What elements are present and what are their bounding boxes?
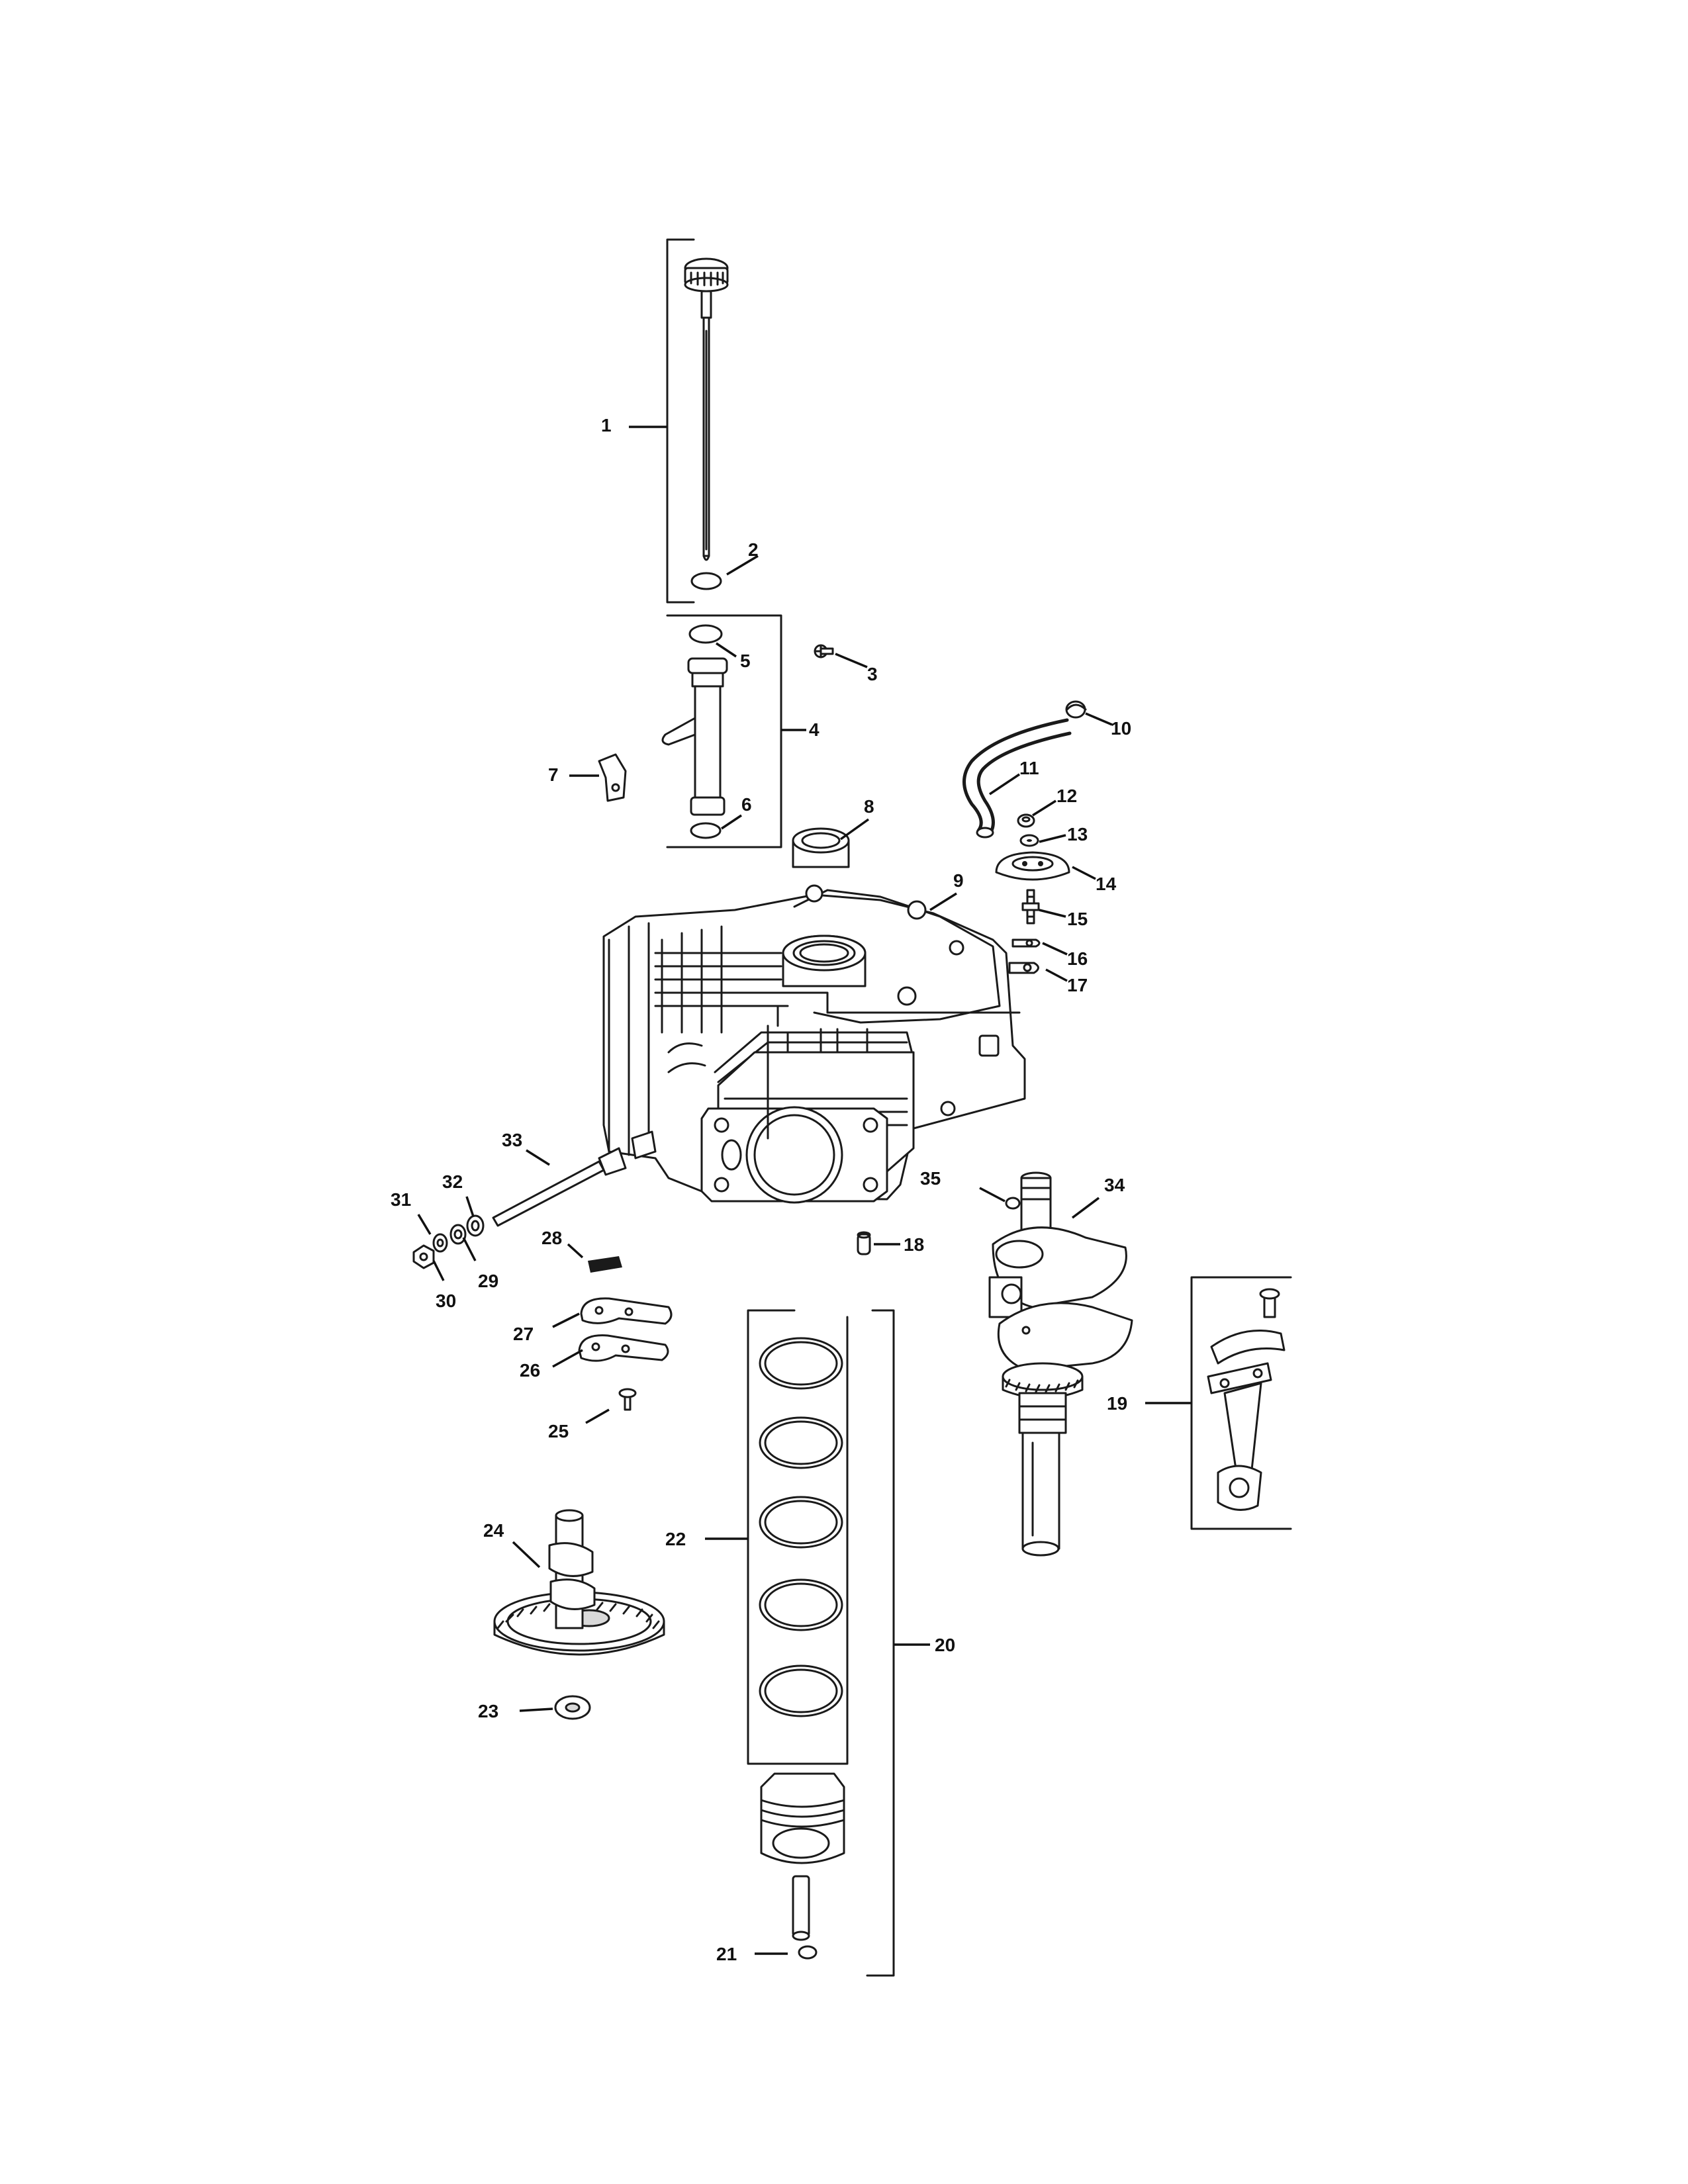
callout-33: 33 xyxy=(502,1130,522,1150)
part-4-oil-fill-tube xyxy=(661,614,782,848)
callout-14: 14 xyxy=(1096,874,1117,894)
part-35-key xyxy=(1005,1197,1021,1210)
part-10-clamp xyxy=(1065,700,1087,719)
callout-10: 10 xyxy=(1111,718,1131,739)
part-1-dipstick xyxy=(666,238,729,604)
part-14-breather-cover xyxy=(995,851,1070,881)
part-8-seal xyxy=(792,827,850,868)
callout-13: 13 xyxy=(1067,824,1088,844)
callout-34: 34 xyxy=(1104,1175,1125,1195)
callout-8: 8 xyxy=(864,796,874,817)
callout-28: 28 xyxy=(541,1228,562,1248)
callout-19: 19 xyxy=(1107,1393,1127,1414)
callout-21: 21 xyxy=(716,1944,737,1964)
callout-2: 2 xyxy=(748,539,759,560)
callout-32: 32 xyxy=(442,1171,463,1192)
callout-26: 26 xyxy=(520,1360,540,1381)
leader-lines xyxy=(417,426,1192,1955)
part-2-o-ring xyxy=(690,572,722,590)
part-12-nut xyxy=(1017,813,1035,828)
part-23-washer xyxy=(554,1695,591,1720)
part-29-washer xyxy=(449,1224,467,1245)
part-26-governor-plate xyxy=(578,1334,669,1362)
part-24-camshaft xyxy=(493,1509,665,1656)
callout-29: 29 xyxy=(478,1271,498,1291)
part-6-o-ring xyxy=(690,822,722,839)
callout-11: 11 xyxy=(1019,758,1039,778)
part-20-piston-assembly xyxy=(747,1309,895,1977)
callout-20: 20 xyxy=(935,1635,955,1655)
part-17-plate xyxy=(1008,962,1039,974)
callout-1: 1 xyxy=(601,415,612,435)
engine-crankcase xyxy=(602,884,1026,1204)
part-34-crankshaft xyxy=(988,1171,1133,1557)
callout-25: 25 xyxy=(548,1421,569,1441)
callout-27: 27 xyxy=(513,1324,534,1344)
callout-15: 15 xyxy=(1067,909,1088,929)
callout-6: 6 xyxy=(741,794,752,815)
callout-35: 35 xyxy=(920,1168,941,1189)
part-16-reed xyxy=(1011,938,1041,948)
callout-22: 22 xyxy=(665,1529,686,1549)
part-28-pin xyxy=(588,1256,622,1273)
part-32-washer xyxy=(466,1214,485,1237)
part-15-stud xyxy=(1021,889,1040,925)
callout-7: 7 xyxy=(548,764,559,785)
part-11-breather-hose xyxy=(962,718,1072,839)
callout-16: 16 xyxy=(1067,948,1088,969)
callout-18: 18 xyxy=(904,1234,924,1255)
part-31-washer xyxy=(432,1233,448,1253)
callout-9: 9 xyxy=(953,870,964,891)
callout-labels: 1 2 3 4 5 6 7 8 9 10 11 12 13 14 15 16 1… xyxy=(391,415,1131,1964)
part-21-retaining-ring xyxy=(798,1945,818,1960)
callout-23: 23 xyxy=(478,1701,498,1721)
part-18-dowel xyxy=(857,1231,871,1255)
callout-31: 31 xyxy=(391,1189,411,1210)
part-33-governor-shaft xyxy=(492,1147,627,1227)
part-19-connecting-rod xyxy=(1190,1276,1292,1530)
callout-30: 30 xyxy=(436,1291,456,1311)
part-27-governor-plate xyxy=(580,1297,673,1325)
part-30-nut xyxy=(412,1244,435,1269)
part-3-screw xyxy=(814,644,834,659)
callout-12: 12 xyxy=(1056,786,1077,806)
part-7-bracket xyxy=(598,753,627,802)
callout-4: 4 xyxy=(809,719,820,740)
callout-24: 24 xyxy=(483,1520,504,1541)
callout-5: 5 xyxy=(740,651,751,671)
callout-17: 17 xyxy=(1067,975,1088,995)
part-13-washer xyxy=(1019,834,1039,847)
part-5-o-ring xyxy=(688,624,723,644)
part-25-bolt xyxy=(618,1388,637,1411)
callout-3: 3 xyxy=(867,664,878,684)
